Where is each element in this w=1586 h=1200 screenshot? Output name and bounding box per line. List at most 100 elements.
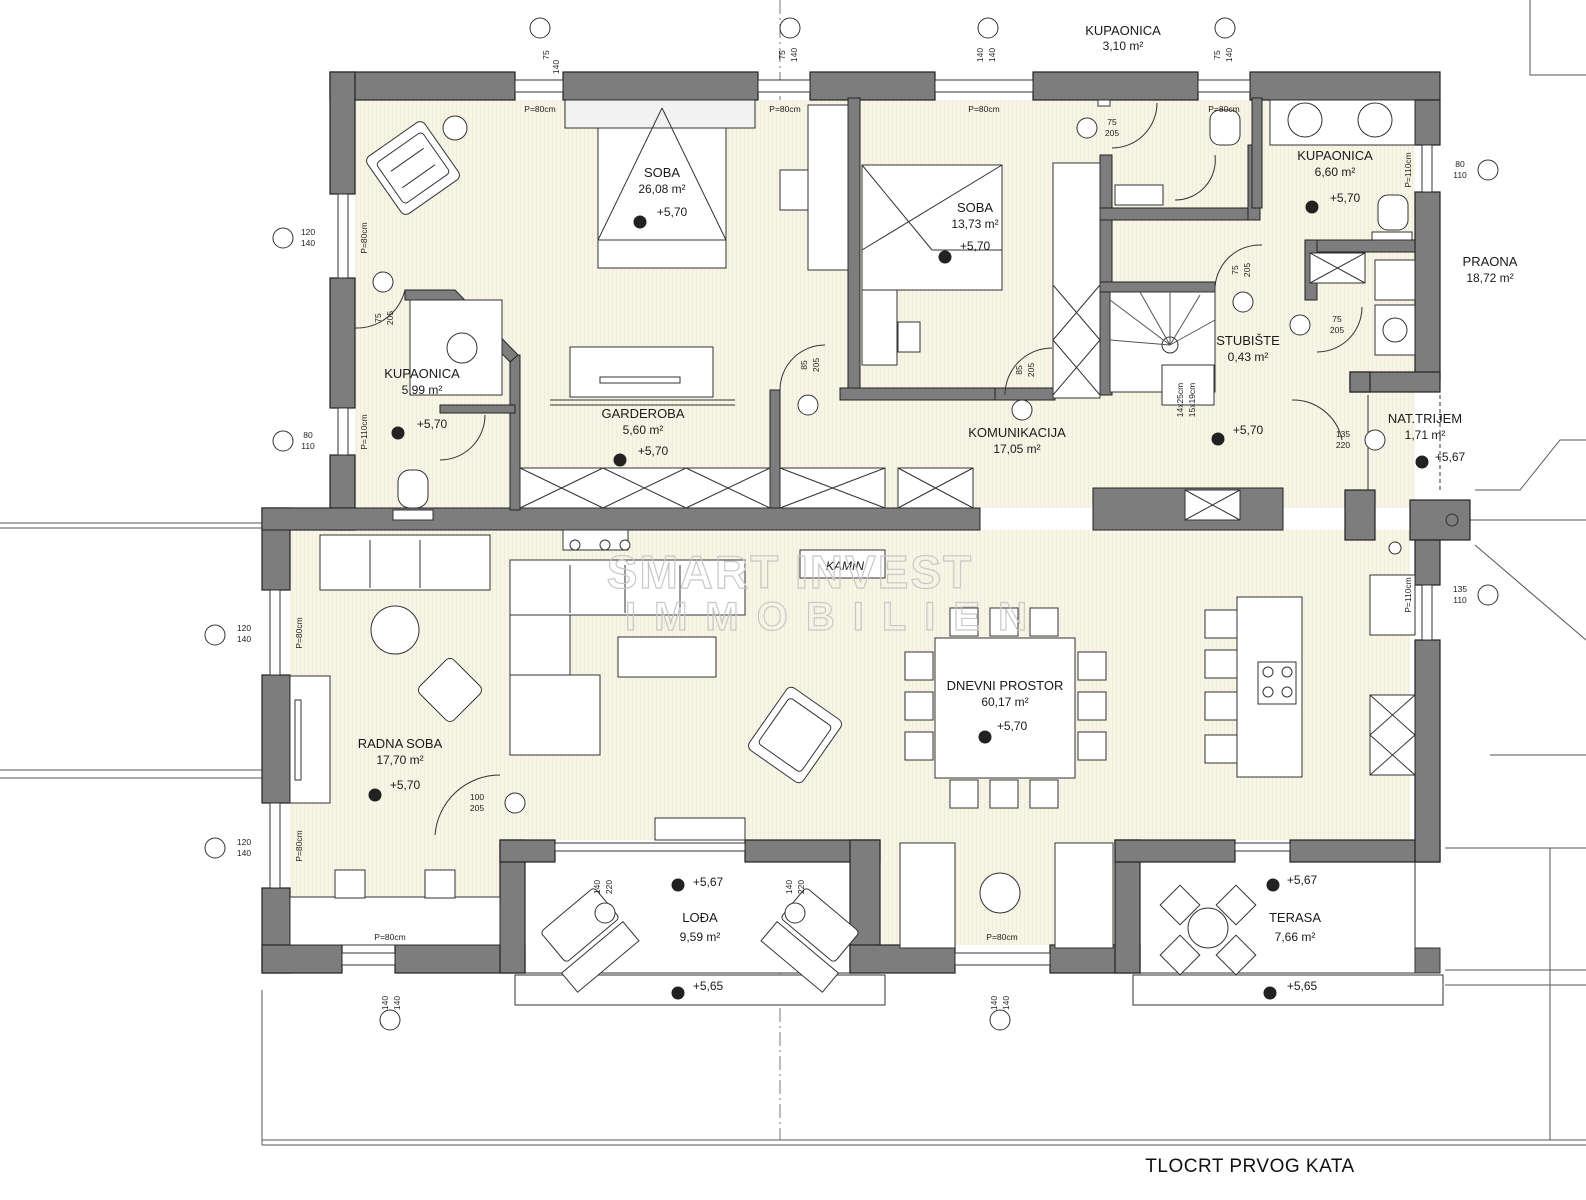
room-name-stubiste: STUBIŠTE [1216,333,1280,348]
windows [269,79,1433,966]
window-label: P=110cm [359,414,369,450]
dim-door: 220 [604,880,614,894]
dim-top: 140 [987,48,997,62]
room-area-soba-1: 26,08 m² [638,182,685,196]
dim-door: 75 [1230,265,1240,275]
watermark-logo: SMART INVEST IMMOBILIEN [606,545,1045,639]
dim-top: 75 [541,50,551,60]
dim-left: 110 [301,441,315,451]
dim-door: 205 [385,311,395,325]
window-label: P=110cm [1403,577,1413,613]
dim-left: 120 [237,837,251,847]
dim-door: 220 [1336,440,1350,450]
dim-door: 75 [1332,314,1342,324]
room-area-kupaonica-right: 6,60 m² [1315,165,1356,179]
dim-bottom: 140 [392,996,402,1010]
room-name-komunikacija: KOMUNIKACIJA [968,425,1066,440]
window-label: P=80cm [769,104,800,114]
room-elev-nat-trijem: +5,67 [1435,450,1466,464]
furniture [289,99,1459,993]
room-area-radna-soba: 17,70 m² [376,753,423,767]
dim-door: 75 [373,313,383,323]
room-area-loda: 9,59 m² [680,930,721,944]
dim-door: 135 [1336,429,1350,439]
window-label: P=80cm [968,104,999,114]
window-label: P=80cm [374,932,405,942]
dim-right: 135 [1453,584,1467,594]
dim-right: 110 [1453,595,1467,605]
dim-top: 140 [975,48,985,62]
dim-left: 140 [237,848,251,858]
window-label: P=110cm [1403,152,1413,188]
window-label: P=80cm [294,617,304,648]
room-name-soba-2: SOBA [957,200,993,215]
room-name-radna-soba: RADNA SOBA [358,736,443,751]
room-labels: SOBA 26,08 m² +5,70 SOBA 13,73 m² +5,70 … [358,23,1518,993]
room-elev-kupaonica-left: +5,70 [417,417,448,431]
room-name-kupaonica-right: KUPAONICA [1297,148,1373,163]
room-elev-dnevni-prostor: +5,70 [997,719,1028,733]
dim-door: 205 [470,803,484,813]
elevation-symbols [368,200,1429,1000]
room-name-terasa: TERASA [1269,910,1321,925]
dim-door: 85 [799,360,809,370]
doors [354,102,1441,836]
watermark-line2: IMMOBILIEN [625,595,1045,639]
dim-door: 220 [796,880,806,894]
dim-top: 140 [1224,48,1234,62]
room-elev-soba-2: +5,70 [960,239,991,253]
dim-door: 140 [592,880,602,894]
room-name-dnevni-prostor: DNEVNI PROSTOR [947,678,1064,693]
dim-door: 85 [1014,365,1024,375]
window-label: P=80cm [1208,104,1239,114]
room-name-soba-1: SOBA [644,165,680,180]
room-area-kupaonica-top: 3,10 m² [1103,39,1144,53]
stairs-dim: 15x19cm [1187,383,1197,418]
dim-right: 110 [1453,170,1467,180]
dim-left: 140 [301,238,315,248]
room-area-stubiste: 0,43 m² [1228,350,1269,364]
room-area-garderoba: 5,60 m² [623,423,664,437]
dim-left: 140 [237,634,251,644]
dim-right: 80 [1455,159,1465,169]
dim-door: 205 [1026,363,1036,377]
room-elev-terasa: +5,67 [1287,873,1318,887]
room-area-nat-trijem: 1,71 m² [1405,428,1446,442]
plan-title: TLOCRT PRVOG KATA [1145,1156,1354,1177]
dim-left: 120 [237,623,251,633]
window-label: P=80cm [359,222,369,253]
window-label: P=80cm [294,830,304,861]
room-elev-kupaonica-right: +5,70 [1330,191,1361,205]
window-label: P=80cm [986,932,1017,942]
room-elev2-loda: +5,65 [693,979,724,993]
room-elev-komunikacija: +5,70 [1233,423,1264,437]
dim-door: 100 [470,792,484,802]
dim-door: 205 [1105,128,1119,138]
watermark-line1: SMART INVEST [607,546,973,598]
room-name-loda: LOĐA [682,910,718,925]
room-area-komunikacija: 17,05 m² [993,442,1040,456]
room-area-praona: 18,72 m² [1466,271,1513,285]
room-name-kupaonica-left: KUPAONICA [384,366,460,381]
dim-top: 140 [789,48,799,62]
dim-left: 120 [301,227,315,237]
dim-top: 140 [551,60,561,74]
room-elev-radna-soba: +5,70 [390,778,421,792]
room-area-kupaonica-left: 5,99 m² [402,383,443,397]
section-markers [204,17,1499,1031]
room-area-soba-2: 13,73 m² [951,217,998,231]
dim-bottom: 140 [380,996,390,1010]
dim-bottom: 140 [1001,996,1011,1010]
room-name-nat-trijem: NAT.TRIJEM [1388,411,1462,426]
dim-bottom: 140 [989,996,999,1010]
room-elev-garderoba: +5,70 [638,444,669,458]
dimension-labels: 75 140 75 140 140 140 75 140 120 140 80 … [237,48,1467,1010]
dim-top: 75 [1212,50,1222,60]
room-elev-loda: +5,67 [693,875,724,889]
room-elev2-terasa: +5,65 [1287,979,1318,993]
dim-door: 205 [1330,325,1344,335]
window-label: P=80cm [524,104,555,114]
room-elev-soba-1: +5,70 [657,205,688,219]
dim-door: 205 [1242,263,1252,277]
